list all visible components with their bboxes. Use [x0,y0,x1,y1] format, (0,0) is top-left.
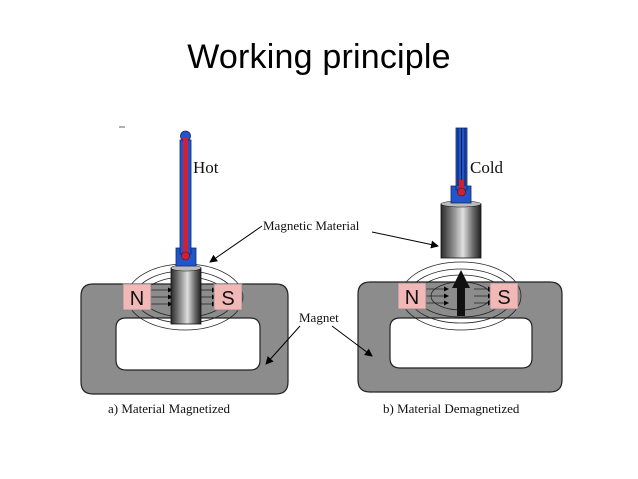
panel-a-magnetized: N S Hot a) Material Magnetized [80,130,289,416]
pole-n-b [397,282,427,310]
magnetic-material-cylinder-b [440,200,482,259]
slide-title: Working principle [187,38,451,76]
thermometer-cold [450,127,472,204]
thermometer-hot [175,130,197,267]
pole-s-a [213,283,243,311]
caption-b: b) Material Demagnetized [383,401,520,416]
cold-label: Cold [470,158,504,177]
hot-label: Hot [193,158,219,177]
panel-b-demagnetized: N S Cold b) Material Demagnetized [357,127,563,416]
field-arrow-up [452,270,470,316]
magnet-arrow-right [331,325,373,357]
pole-s-b-label: S [497,287,510,309]
pole-n-b-label: N [405,287,419,309]
caption-a: a) Material Magnetized [108,401,230,416]
magnetic-material-arrow-right [371,231,439,249]
magnetic-material-arrow-left [209,225,263,263]
magnet-frame-b [357,281,563,393]
magnetic-material-cylinder-a [170,264,202,325]
magnetic-material-label: Magnetic Material [263,218,360,233]
magnet-label: Magnet [299,310,339,325]
pole-s-a-label: S [221,288,234,310]
pole-s-b [489,282,519,310]
magnet-arrow-left [265,325,301,365]
pole-n-a [122,283,152,311]
pole-n-a-label: N [130,288,144,310]
